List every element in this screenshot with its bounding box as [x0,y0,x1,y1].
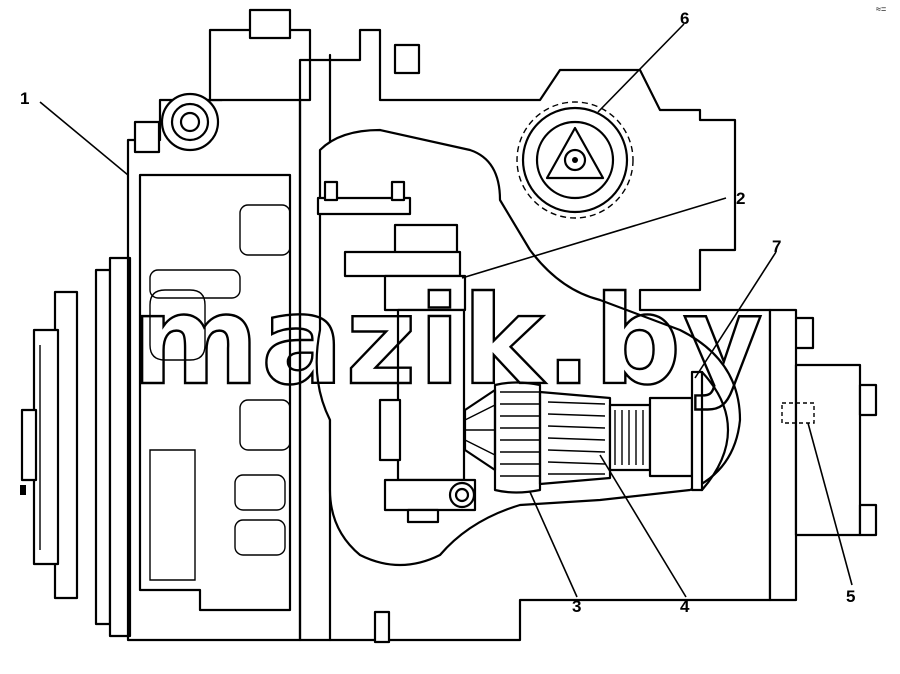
shutoff-lever [516,101,634,219]
callout-1: 1 [20,89,29,108]
drive-flange [20,256,132,638]
main-housing [126,8,312,642]
governor-internals [316,180,497,524]
callout-2: 2 [736,189,745,208]
corner-mark: ≈= [876,4,886,14]
callout-3: 3 [572,597,581,616]
callout-5: 5 [846,587,855,606]
watermark-text: mazik.by [132,270,765,412]
callout-6: 6 [680,9,689,28]
callout-4: 4 [680,597,690,616]
leader-lines [39,23,853,598]
end-cover [768,308,878,602]
callout-7: 7 [772,237,781,256]
governor-spring [493,370,730,494]
